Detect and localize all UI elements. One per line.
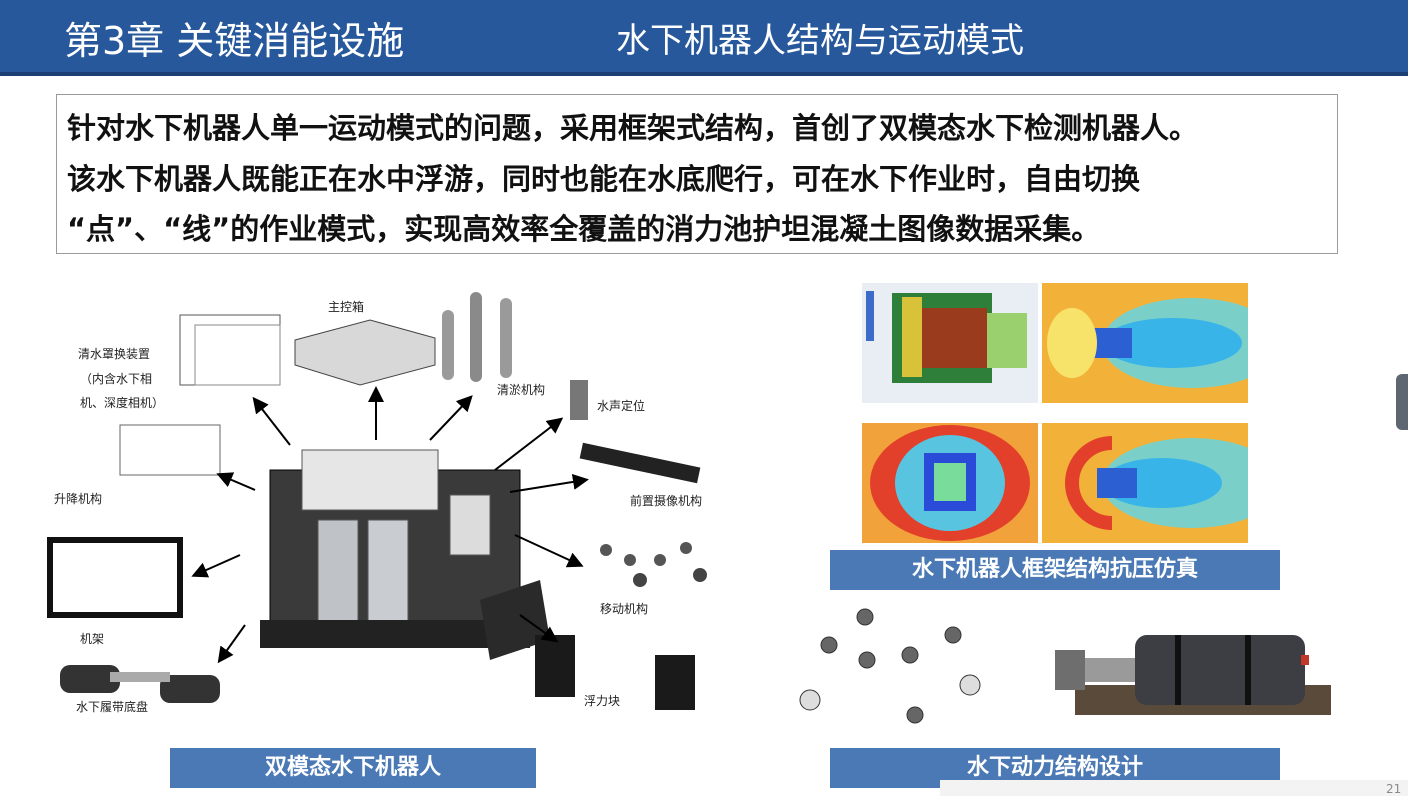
header-bar: 第3章 关键消能设施 水下机器人结构与运动模式: [0, 0, 1408, 76]
footer-strip: [940, 780, 1408, 796]
label-crawler: 水下履带底盘: [76, 700, 149, 714]
simulation-image-1: [862, 283, 1038, 403]
intro-line-2: 该水下机器人既能正在水中浮游，同时也能在水底爬行，可在水下作业时，自由切换: [67, 162, 1141, 196]
simulation-image-3: [862, 423, 1038, 543]
intro-line-3: “点”、“线”的作业模式，实现高效率全覆盖的消力池护坦混凝土图像数据采集。: [67, 212, 1101, 246]
robot-body-drawing: [260, 449, 550, 660]
chapter-title: 第3章 关键消能设施: [64, 19, 405, 63]
label-move: 移动机构: [600, 602, 649, 616]
intro-line-1: 针对水下机器人单一运动模式的问题，采用框架式结构，首创了双模态水下检测机器人。: [67, 111, 1199, 145]
label-clean-cover-3: 机、深度相机）: [80, 396, 165, 410]
robot-exploded-diagram: [47, 292, 707, 710]
simulation-image-4: [1042, 423, 1248, 543]
label-dredge: 清淤机构: [497, 383, 546, 397]
label-clean-cover-1: 清水罩换装置: [78, 347, 151, 361]
intro-textbox: 针对水下机器人单一运动模式的问题，采用框架式结构，首创了双模态水下检测机器人。 …: [56, 94, 1338, 254]
caption-frame-simulation: 水下机器人框架结构抗压仿真: [830, 550, 1280, 590]
label-sonar: 水声定位: [597, 399, 646, 413]
label-lift: 升降机构: [54, 492, 103, 506]
side-panel-toggle[interactable]: [1396, 374, 1408, 430]
caption-dual-mode-robot: 双模态水下机器人: [170, 748, 536, 788]
label-front-camera: 前置摄像机构: [630, 494, 703, 508]
label-main-box: 主控箱: [328, 300, 365, 314]
label-buoyancy: 浮力块: [584, 694, 621, 708]
simulation-image-2: [1042, 283, 1248, 403]
thruster-components-drawing: [799, 608, 981, 724]
label-clean-cover-2: （内含水下相: [80, 372, 153, 386]
label-frame: 机架: [80, 632, 105, 646]
slide-title: 水下机器人结构与运动模式: [616, 21, 1024, 61]
propulsion-assembly-drawing: [1055, 635, 1331, 715]
page-number: 21: [1386, 782, 1402, 796]
